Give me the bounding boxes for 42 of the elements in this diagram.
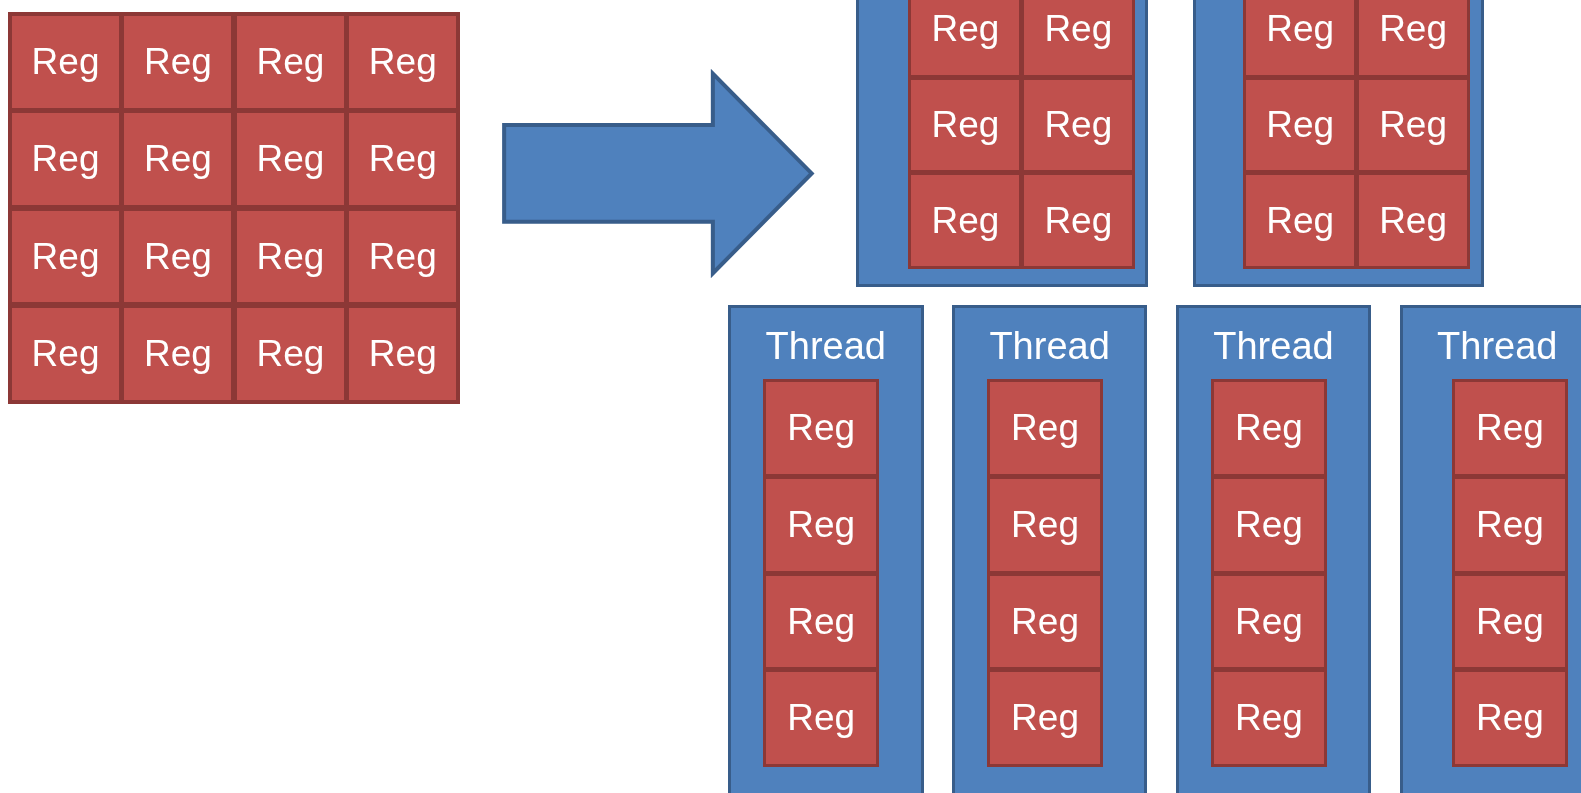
panel-title: Thread [988,323,1111,368]
thread-panel [728,304,924,793]
register-cell: Reg [9,13,122,111]
register-cell: Reg [763,379,880,477]
register-cell: Reg [1210,572,1327,671]
register-grid [8,12,460,405]
register-cell: Reg [987,475,1103,574]
register-cell: Reg [1021,172,1136,270]
register-cell: Reg [987,669,1103,768]
panel-title: Thread [1436,323,1559,368]
panel-title: Thread [1212,323,1335,368]
register-cell: Reg [1021,0,1136,78]
thread-panel [1399,304,1581,793]
register-cell: Reg [908,0,1023,78]
register-cell: Reg [1021,76,1136,174]
register-cell: Reg [1356,172,1471,270]
register-cell: Reg [1210,475,1327,574]
register-cell: Reg [908,76,1023,174]
register-cell: Reg [763,669,880,768]
thread-panel [856,0,1149,288]
register-cell: Reg [1210,379,1327,477]
register-cell: Reg [1243,76,1358,174]
thread-panel [1192,0,1485,288]
panel-title: Thread [764,323,887,368]
register-cell: Reg [908,172,1023,270]
register-cell: Reg [1356,76,1471,174]
register-cell: Reg [763,572,880,671]
register-cell: Reg [1451,572,1568,671]
register-cell: Reg [1451,669,1568,768]
register-cell: Reg [1451,475,1568,574]
register-cell: Reg [1451,379,1568,477]
register-cell: Reg [1210,669,1327,768]
register-cell: Reg [987,572,1103,671]
register-cell: Reg [1356,0,1471,78]
register-cell: Reg [763,475,880,574]
register-cell: Reg [1243,0,1358,78]
thread-panel [1175,304,1372,793]
thread-panel [951,304,1148,793]
register-cell: Reg [9,305,122,403]
block-arrow [502,68,815,279]
register-cell: Reg [1243,172,1358,270]
register-cell: Reg [987,379,1103,477]
